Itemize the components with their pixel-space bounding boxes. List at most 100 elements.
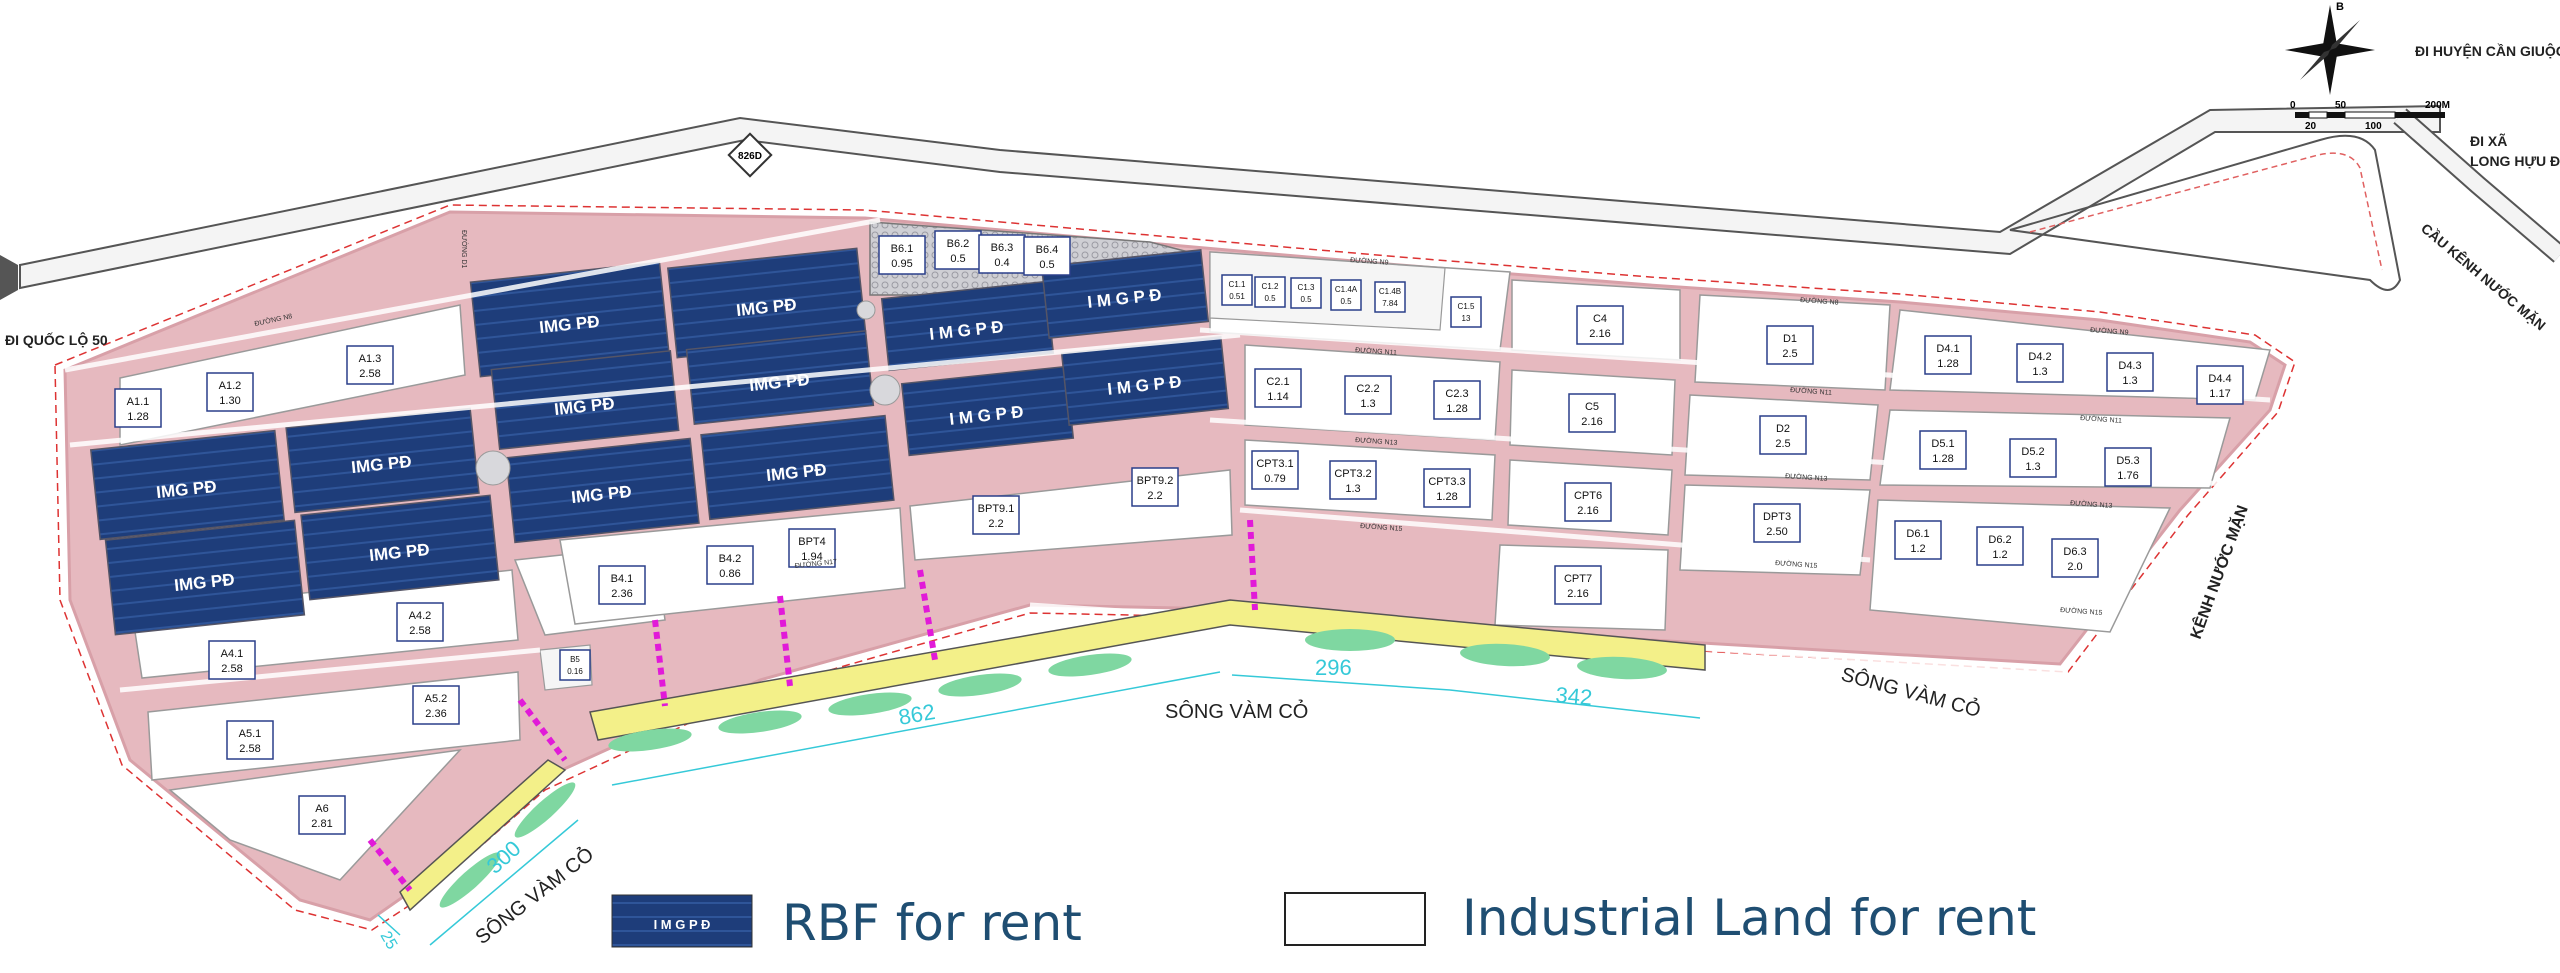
scale-bar: 0 20 50 100 200M [2290, 100, 2450, 132]
plot-area: 1.94 [801, 551, 822, 563]
plot-id: B4.1 [611, 573, 634, 585]
plot-tag-b6-1: B6.10.95 [878, 235, 926, 275]
plot-tag-d1: D12.5 [1766, 325, 1814, 365]
plot-area: 2.58 [239, 743, 260, 755]
plot-tag-d5-1: D5.1 1.28 [1919, 430, 1967, 470]
plot-id: BPT9.2 [1137, 475, 1174, 487]
plot-area: 2.5 [1782, 348, 1797, 360]
plot-id: CPT6 [1574, 490, 1602, 502]
highway-label: ĐI QUỐC LỘ 50 [5, 331, 108, 348]
plot-area: 2.58 [221, 663, 242, 675]
plot-id: A5.2 [425, 693, 448, 705]
plot-tag-c2-2: C2.21.3 [1344, 375, 1392, 415]
dim-25: 25 [377, 929, 401, 953]
north-label: B [2336, 1, 2344, 13]
legend-rbf-label: RBF for rent [782, 894, 1082, 952]
compass-icon: B [2285, 1, 2375, 95]
plot-tag-a1-3: A1.32.58 [346, 345, 394, 385]
plot-id: C1.5 [1458, 302, 1475, 311]
plot-area: 2.36 [425, 708, 446, 720]
scale-tick-0: 0 [2290, 100, 2296, 111]
plot-tag-c4: C42.16 [1576, 305, 1624, 345]
plot-area: 1.28 [1446, 403, 1467, 415]
river-label-2: SÔNG VÀM CỎ [1839, 662, 1984, 722]
road-label-d1: ĐƯỜNG D1 [460, 230, 469, 269]
scale-tick-100: 100 [2365, 121, 2382, 132]
plot-tag-a1-1: A1.11.28 [114, 388, 162, 428]
road-label-n11: ĐƯỜNG N11 [1790, 385, 1832, 397]
legend-land-swatch [1284, 892, 1426, 946]
plot-id: B5 [570, 655, 580, 664]
plot-id: D4.2 [2028, 351, 2051, 363]
road-label-n9: ĐƯỜNG N9 [2090, 325, 2129, 337]
plot-area: 1.28 [1937, 358, 1958, 370]
scale-tick-20: 20 [2305, 121, 2317, 132]
plot-area: 2.2 [1147, 490, 1162, 502]
road-label-n15: ĐƯỜNG N15 [1775, 558, 1818, 570]
plot-id: B6.2 [947, 238, 970, 250]
dim-342: 342 [1555, 682, 1594, 710]
road-label-n15: ĐƯỜNG N15 [1360, 521, 1403, 533]
dimension-lines [377, 671, 1701, 946]
long-huu-label-2: LONG HỰU ĐÔNG [2470, 152, 2560, 169]
plot-tag-bpt9-2: BPT9.2 2.2 [1131, 467, 1179, 507]
plot-id: D1 [1783, 333, 1797, 345]
road-label-n9: ĐƯỜNG N9 [1350, 255, 1389, 267]
plot-area: 1.28 [1932, 453, 1953, 465]
plot-tag-d5-3: D5.31.76 [2104, 447, 2152, 487]
plot-tag-c1-4b: C1.4B7.84 [1374, 281, 1406, 313]
plot-id: D4.1 [1936, 343, 1959, 355]
plot-tag-cpt3-1: CPT3.10.79 [1251, 450, 1299, 490]
pontoons [439, 629, 1667, 908]
plot-area: 13 [1462, 314, 1471, 323]
plot-id: CPT3.3 [1428, 476, 1465, 488]
can-giuoc-label: ĐI HUYỆN CẦN GIUỘC [2415, 42, 2560, 59]
plot-id: D5.1 [1931, 438, 1954, 450]
plot-tag-b6-2: B6.20.5 [934, 230, 982, 270]
plot-tag-d4-1: D4.1 1.28 [1924, 335, 1972, 375]
plot-id: A4.2 [409, 610, 432, 622]
plot-labels: A1.11.28A1.21.30A1.32.58A4.12.58A4.22.58… [114, 230, 2244, 835]
plot-tag-c2-3: C2.3 1.28 [1433, 380, 1481, 420]
plot-id: B6.4 [1036, 244, 1059, 256]
plot-area: 0.5 [1039, 259, 1054, 271]
scale-tick-50: 50 [2335, 100, 2347, 111]
plot-id: A1.2 [219, 380, 242, 392]
plot-tag-d6-2: D6.21.2 [1976, 526, 2024, 566]
plot-tag-d4-4: D4.41.17 [2196, 365, 2244, 405]
plot-id: D6.3 [2063, 546, 2086, 558]
plot-area: 2.16 [1589, 328, 1610, 340]
road-label-n15: ĐƯỜNG N15 [2060, 605, 2103, 617]
plot-tag-c1-2: C1.20.5 [1254, 276, 1286, 308]
plot-area: 7.84 [1382, 299, 1398, 308]
road-to-bridge [2393, 108, 2560, 263]
plot-tag-a6: A62.81 [298, 795, 346, 835]
loop-boundary [2029, 152, 2383, 271]
plot-tag-b4-2: B4.20.86 [706, 545, 754, 585]
plot-tag-b5: B50.16 [559, 649, 591, 681]
plot-area: 0.5 [1264, 294, 1276, 303]
dimension-values: 862 296 342 300 25 [377, 655, 1594, 953]
plot-area: 1.14 [1267, 391, 1288, 403]
plot-area: 2.16 [1577, 505, 1598, 517]
plot-tag-a4-2: A4.2 2.58 [396, 602, 444, 642]
plot-area: 0.86 [719, 568, 740, 580]
plot-id: C2.1 [1266, 376, 1289, 388]
plot-id: C1.4A [1335, 285, 1358, 294]
plot-id: C2.3 [1445, 388, 1468, 400]
plot-area: 1.3 [2025, 461, 2040, 473]
plot-area: 1.3 [1345, 483, 1360, 495]
plot-tag-c1-5: C1.5 13 [1450, 296, 1482, 328]
plot-area: 2.58 [409, 625, 430, 637]
plot-id: A6 [315, 803, 328, 815]
plot-id: A1.1 [127, 396, 150, 408]
dim-296: 296 [1315, 655, 1352, 680]
plot-area: 1.3 [2122, 375, 2137, 387]
plot-tag-a1-2: A1.21.30 [206, 372, 254, 412]
plot-id: B6.1 [891, 243, 914, 255]
plot-id: D5.3 [2116, 455, 2139, 467]
roundabouts [475, 300, 901, 486]
plot-tag-d2: D22.5 [1759, 415, 1807, 455]
plot-tag-c1-3: C1.30.5 [1290, 277, 1322, 309]
